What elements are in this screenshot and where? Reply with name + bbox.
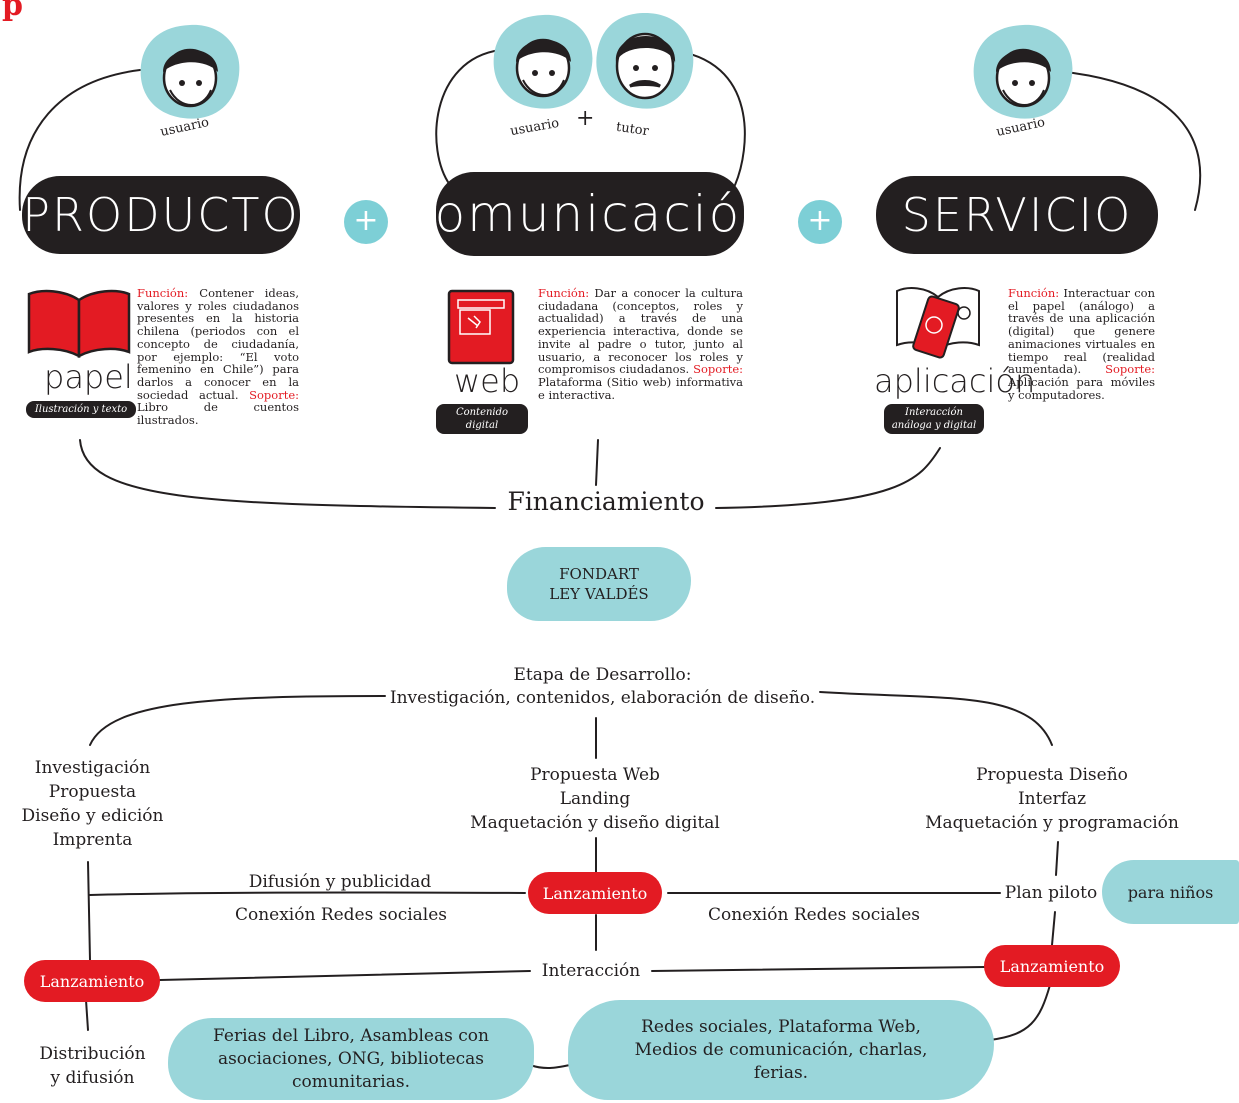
center-item-maquetacion: Maquetación y diseño digital (470, 813, 720, 833)
right-item-maquetacion: Maquetación y programación (925, 813, 1179, 833)
book-icon (27, 289, 131, 358)
funcion-label-web: Función: (538, 286, 590, 300)
pillar-comunicacion-title: comunicación (405, 185, 775, 243)
para-ninos-blob: para niños (1102, 860, 1239, 924)
user-avatar-right (973, 24, 1073, 119)
soporte-text-web: Plataforma (Sitio web) informativa e int… (538, 374, 743, 402)
funcion-text-aplicacion: Interactuar con el papel (análogo) a tra… (1008, 286, 1155, 377)
soporte-label-papel: Soporte: (249, 387, 300, 402)
redes-text: Redes sociales, Plataforma Web, Medios d… (634, 1016, 928, 1083)
funcion-label-papel: Función: (137, 286, 189, 300)
product-word-aplicacion: aplicación (874, 362, 1036, 400)
user-avatar-left (140, 24, 240, 119)
soporte-text-aplicacion: Aplicación para móviles y computadores. (1008, 374, 1155, 402)
center-column: Propuesta Web Landing Maquetación y dise… (466, 763, 724, 835)
tutor-avatar (596, 13, 694, 109)
funcion-text-web: Dar a conocer la cultura ciudadana (conc… (538, 286, 743, 377)
left-item-investigacion: Investigación (34, 758, 151, 778)
redes-blob: Redes sociales, Plataforma Web, Medios d… (568, 1000, 994, 1100)
avatar-plus: + (576, 106, 595, 131)
financiamiento-label: Financiamiento (507, 487, 705, 516)
left-item-diseno: Diseño y edición (21, 806, 164, 826)
ferias-blob: Ferias del Libro, Asambleas con asociaci… (168, 1018, 534, 1100)
soporte-text-papel: Libro de cuentos ilustrados. (137, 400, 299, 428)
product-word-papel: papel (44, 358, 133, 396)
product-desc-web: Función: Dar a conocer la cultura ciudad… (538, 287, 743, 401)
funcion-label-aplicacion: Función: (1008, 286, 1060, 300)
lanzamiento-left: Lanzamiento (24, 960, 160, 1002)
left-column: Investigación Propuesta Diseño y edición… (10, 756, 175, 852)
product-word-web: web (454, 362, 521, 400)
left-item-imprenta: Imprenta (52, 830, 133, 850)
etapa-subtitle: Investigación, contenidos, elaboración d… (389, 688, 816, 708)
distribucion-label: Distribución y difusión (20, 1042, 165, 1090)
pillar-servicio: SERVICIO (876, 176, 1158, 254)
product-tag-web: Contenido digital (436, 404, 528, 434)
interaccion-label: Interacción (541, 961, 641, 981)
user-avatar-center (493, 14, 593, 109)
financiamiento-ley: LEY VALDÉS (549, 585, 649, 603)
product-tag-aplicacion: Interacción análoga y digital (884, 404, 984, 434)
conexion-redes-left: Conexión Redes sociales (234, 905, 448, 925)
app-book-phone-icon (896, 287, 980, 359)
corner-mark: p (2, 0, 23, 23)
distribucion-line2: y difusión (50, 1068, 135, 1088)
pillar-servicio-title: SERVICIO (901, 188, 1133, 242)
conexion-redes-right: Conexión Redes sociales (707, 905, 921, 925)
financiamiento-blob: FONDART LEY VALDÉS (507, 547, 691, 621)
web-screen-icon (447, 289, 515, 365)
center-item-propuesta-web: Propuesta Web (530, 765, 660, 785)
pillar-producto-title: PRODUCTO (22, 188, 300, 242)
lanzamiento-right: Lanzamiento (984, 945, 1120, 987)
left-item-propuesta: Propuesta (48, 782, 137, 802)
pillar-producto: PRODUCTO (22, 176, 300, 254)
plus-circle-right: + (798, 200, 842, 244)
soporte-label-aplicacion: Soporte: (1105, 362, 1155, 377)
financiamiento-fondart: FONDART (559, 565, 639, 583)
center-item-landing: Landing (559, 789, 631, 809)
etapa-title: Etapa de Desarrollo: (513, 665, 692, 685)
ferias-text: Ferias del Libro, Asambleas con asociaci… (213, 1025, 489, 1092)
funcion-text-papel: Contener ideas, valores y roles ciudadan… (137, 286, 299, 402)
soporte-label-web: Soporte: (693, 362, 743, 377)
right-item-interfaz: Interfaz (1017, 789, 1087, 809)
plus-circle-left: + (344, 200, 388, 244)
lanzamiento-center: Lanzamiento (528, 872, 662, 914)
product-desc-papel: Función: Contener ideas, valores y roles… (137, 287, 299, 427)
right-item-propuesta-diseno: Propuesta Diseño (976, 765, 1128, 785)
difusion-publicidad-label: Difusión y publicidad (248, 872, 432, 892)
plan-piloto-label: Plan piloto (1004, 883, 1098, 903)
product-desc-aplicacion: Función: Interactuar con el papel (análo… (1008, 287, 1155, 401)
right-column: Propuesta Diseño Interfaz Maquetación y … (920, 763, 1184, 835)
pillar-comunicacion: comunicación (405, 172, 773, 256)
product-tag-papel: Ilustración y texto (26, 401, 136, 418)
distribucion-line1: Distribución (39, 1044, 146, 1064)
